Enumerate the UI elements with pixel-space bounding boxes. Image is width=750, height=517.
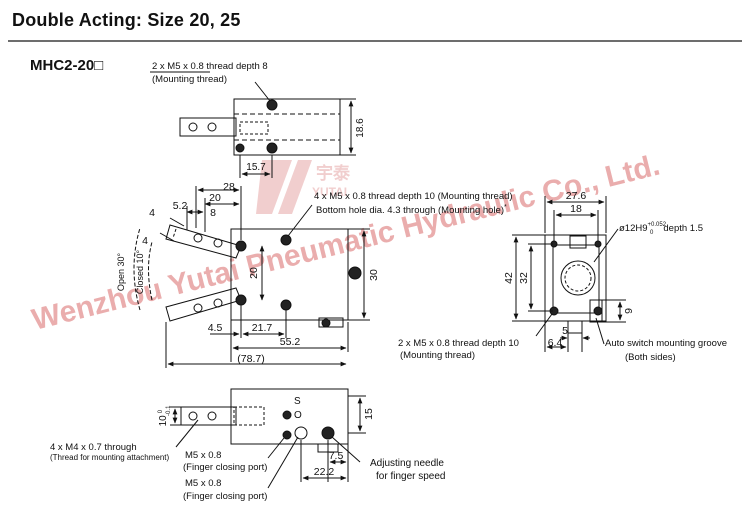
model-label: MHC2-20□	[30, 57, 104, 74]
dim-30: 30	[368, 269, 380, 281]
groove-note: Auto switch mounting groove	[605, 338, 727, 349]
dim-42: 42	[503, 272, 515, 284]
needle-speed-note: for finger speed	[376, 471, 446, 482]
open-angle-label: Open 30°	[116, 253, 126, 292]
top-body-outline	[233, 98, 341, 156]
closed-angle-label: Closed 10°	[135, 250, 145, 295]
speed-needle	[321, 426, 335, 440]
port-o-label: O	[294, 410, 302, 421]
front-mount-hole-b	[280, 299, 292, 311]
page-header: Double Acting: Size 20, 25	[8, 6, 742, 42]
side-mount-hole-b	[593, 306, 603, 316]
top-note-thread: 2 x M5 x 0.8 thread depth 8	[152, 61, 268, 72]
port-a-note: (Finger closing port)	[183, 462, 267, 473]
watermark: 宇泰 YUTAI Wenzhou Yutai Pneumatic Hydraul…	[29, 149, 663, 337]
front-note-thread: 4 x M5 x 0.8 thread depth 10 (Mounting t…	[314, 191, 513, 202]
finger-closing-port	[294, 426, 308, 440]
front-finger-upper	[165, 224, 242, 259]
dim-5-2: 5.2	[173, 200, 188, 212]
through-thread-note: 4 x M4 x 0.7 through	[50, 442, 137, 453]
dim-6-4: 6.4	[548, 337, 563, 349]
side-thread-mounting: (Mounting thread)	[400, 350, 475, 361]
dim-18: 18	[570, 203, 582, 215]
dim-55-2: 55.2	[280, 336, 301, 348]
bottom-body-outline	[230, 388, 349, 445]
top-finger	[179, 117, 237, 137]
top-mount-hole-b	[266, 142, 278, 154]
front-body-outline	[230, 228, 349, 321]
dim-18-6: 18.6	[355, 118, 366, 138]
port-a-thread: M5 x 0.8	[185, 450, 221, 461]
dim-15-7: 15.7	[246, 162, 266, 173]
top-note-mounting: (Mounting thread)	[152, 74, 227, 85]
dim-9: 9	[623, 308, 635, 314]
open-angle-arc	[133, 227, 141, 311]
dim-78-7: (78.7)	[237, 353, 264, 365]
dim-8: 8	[210, 207, 216, 219]
dim-21-7: 21.7	[252, 322, 273, 334]
dim-27-6: 27.6	[566, 190, 587, 202]
top-mount-hole-a	[266, 99, 278, 111]
front-mount-hole-a	[280, 234, 292, 246]
dim-5: 5	[562, 325, 568, 337]
dim-7-5: 7.5	[329, 450, 344, 462]
top-view	[150, 71, 356, 178]
dim-10: 100-0.1	[158, 405, 172, 426]
front-view	[133, 186, 370, 368]
bottom-view	[170, 388, 366, 489]
dim-4-5: 4.5	[208, 322, 223, 334]
front-note-hole: Bottom hole dia. 4.3 through (Mounting h…	[316, 204, 507, 216]
closed-angle-arc	[148, 241, 153, 301]
front-port	[348, 266, 362, 280]
side-view	[512, 196, 626, 352]
dim-32: 32	[518, 272, 530, 284]
side-thread-note: 2 x M5 x 0.8 thread depth 10	[398, 338, 519, 349]
dim-22-2: 22.2	[314, 466, 335, 478]
groove-sides: (Both sides)	[625, 352, 676, 363]
needle-note: Adjusting needle	[370, 458, 444, 469]
bottom-finger	[180, 406, 237, 426]
page-title: Double Acting: Size 20, 25	[12, 10, 241, 30]
dim-20-side: 20	[248, 267, 260, 279]
dim-4-b: 4	[142, 235, 148, 247]
port-b-thread: M5 x 0.8	[185, 478, 221, 489]
dim-28: 28	[223, 181, 235, 193]
through-thread-attachment: (Thread for mounting attachment)	[50, 453, 170, 462]
dim-4-a: 4	[149, 207, 155, 219]
logo-en-text: YUTAI	[312, 185, 347, 199]
dim-20-top: 20	[209, 192, 221, 204]
port-b-note: (Finger closing port)	[183, 491, 267, 502]
front-finger-lower	[165, 287, 242, 322]
dim-15: 15	[363, 408, 375, 420]
port-s-label: S	[294, 396, 301, 407]
title-rule	[8, 40, 742, 42]
logo-cn-text: 宇泰	[316, 163, 351, 183]
side-bore	[560, 260, 596, 296]
front-needle-block	[318, 317, 344, 328]
